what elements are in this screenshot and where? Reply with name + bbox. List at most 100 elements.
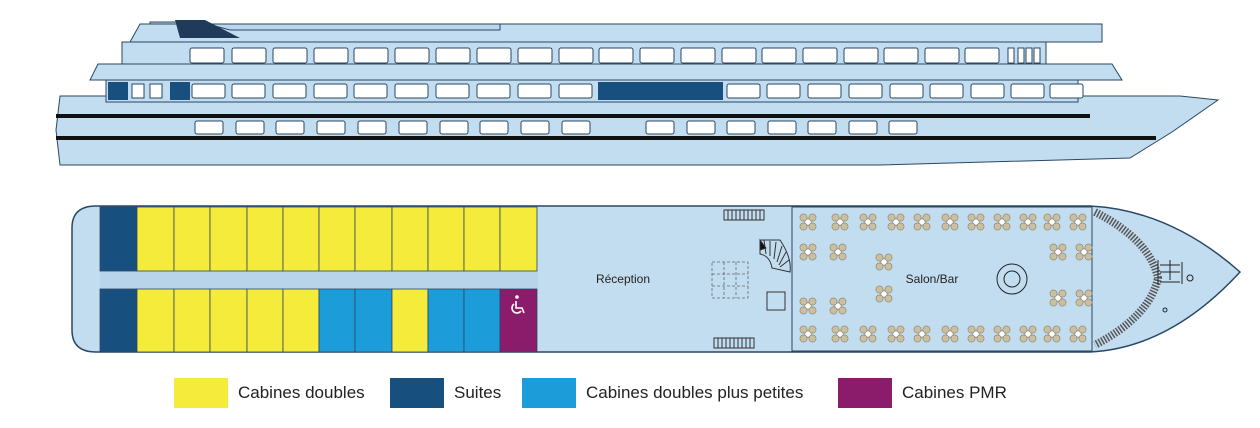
legend-label: Cabines doubles — [238, 383, 365, 402]
chair — [887, 334, 896, 343]
chair — [1002, 325, 1011, 334]
ship-window — [517, 83, 552, 99]
chair — [1002, 222, 1011, 231]
legend-label: Suites — [454, 383, 502, 402]
table-with-chairs — [799, 325, 817, 343]
table-with-chairs — [993, 213, 1011, 231]
chair — [913, 334, 922, 343]
suite-cabin — [99, 206, 138, 272]
chair — [1043, 222, 1052, 231]
chair — [950, 325, 959, 334]
chair — [1058, 298, 1067, 307]
chair — [913, 222, 922, 231]
table-with-chairs — [799, 213, 817, 231]
table-with-chairs — [1019, 213, 1037, 231]
double-cabin — [318, 206, 356, 272]
chair — [976, 213, 985, 222]
chair — [838, 297, 847, 306]
chair — [799, 213, 808, 222]
table — [880, 258, 888, 266]
table — [1074, 218, 1082, 226]
chair — [1028, 325, 1037, 334]
hull-stripe-upper — [56, 114, 1090, 118]
chair — [941, 222, 950, 231]
ship-window — [970, 83, 1005, 99]
ship-window — [275, 120, 305, 135]
chair — [941, 213, 950, 222]
chair — [1084, 298, 1093, 307]
chair — [993, 213, 1002, 222]
chair — [840, 334, 849, 343]
table-with-chairs — [1049, 289, 1067, 307]
chair — [967, 334, 976, 343]
chair — [799, 306, 808, 315]
chair — [808, 252, 817, 261]
chair — [1049, 243, 1058, 252]
double-cabin — [282, 206, 320, 272]
chair — [922, 334, 931, 343]
chair — [993, 222, 1002, 231]
reception-label: Réception — [596, 272, 650, 286]
table-with-chairs — [1043, 325, 1061, 343]
ship-window — [721, 47, 757, 64]
chair — [859, 325, 868, 334]
chair — [831, 213, 840, 222]
legend-item-suites: Suites — [390, 378, 501, 408]
chair — [1043, 334, 1052, 343]
table-with-chairs — [1075, 243, 1093, 261]
chair — [896, 334, 905, 343]
small-double-cabin — [354, 288, 393, 353]
legend-swatch — [390, 378, 444, 408]
ship-window — [357, 120, 387, 135]
ship-window — [520, 120, 550, 135]
chair — [808, 243, 817, 252]
legend-item-cabines-pmr: Cabines PMR — [838, 378, 1007, 408]
table-with-chairs — [1043, 213, 1061, 231]
table — [946, 330, 954, 338]
chair — [887, 325, 896, 334]
ship-window — [726, 120, 756, 135]
chair — [1028, 213, 1037, 222]
table — [880, 290, 888, 298]
ship-hull — [55, 95, 1220, 166]
table-with-chairs — [1049, 243, 1067, 261]
chair — [1043, 213, 1052, 222]
table-with-chairs — [887, 213, 905, 231]
table — [834, 248, 842, 256]
legend-swatch — [838, 378, 892, 408]
chair — [1084, 252, 1093, 261]
chair — [1058, 243, 1067, 252]
chair — [829, 297, 838, 306]
ship-window — [191, 83, 226, 99]
ship-window — [235, 120, 265, 135]
chair — [1043, 325, 1052, 334]
chair — [838, 252, 847, 261]
chair — [1058, 289, 1067, 298]
ship-window — [964, 47, 1000, 64]
table-with-chairs — [829, 297, 847, 315]
chair — [1028, 222, 1037, 231]
chair — [1084, 243, 1093, 252]
legend-label: Cabines doubles plus petites — [586, 383, 804, 402]
chair — [868, 222, 877, 231]
table — [804, 302, 812, 310]
ship-window — [394, 47, 430, 64]
double-cabin — [463, 206, 501, 272]
double-cabin — [391, 288, 429, 353]
chair — [1002, 334, 1011, 343]
double-cabin — [136, 206, 175, 272]
table-with-chairs — [1069, 213, 1087, 231]
cabin-blocks — [99, 206, 538, 353]
table — [1080, 294, 1088, 302]
table — [1054, 248, 1062, 256]
chair — [913, 325, 922, 334]
hull-stripe-lower — [56, 136, 1156, 140]
table — [918, 330, 926, 338]
table-with-chairs — [829, 243, 847, 261]
salon-bar-label: Salon/Bar — [906, 272, 959, 286]
chair — [799, 297, 808, 306]
ship-window — [476, 83, 511, 99]
chair — [831, 222, 840, 231]
chair — [1052, 325, 1061, 334]
chair — [887, 222, 896, 231]
